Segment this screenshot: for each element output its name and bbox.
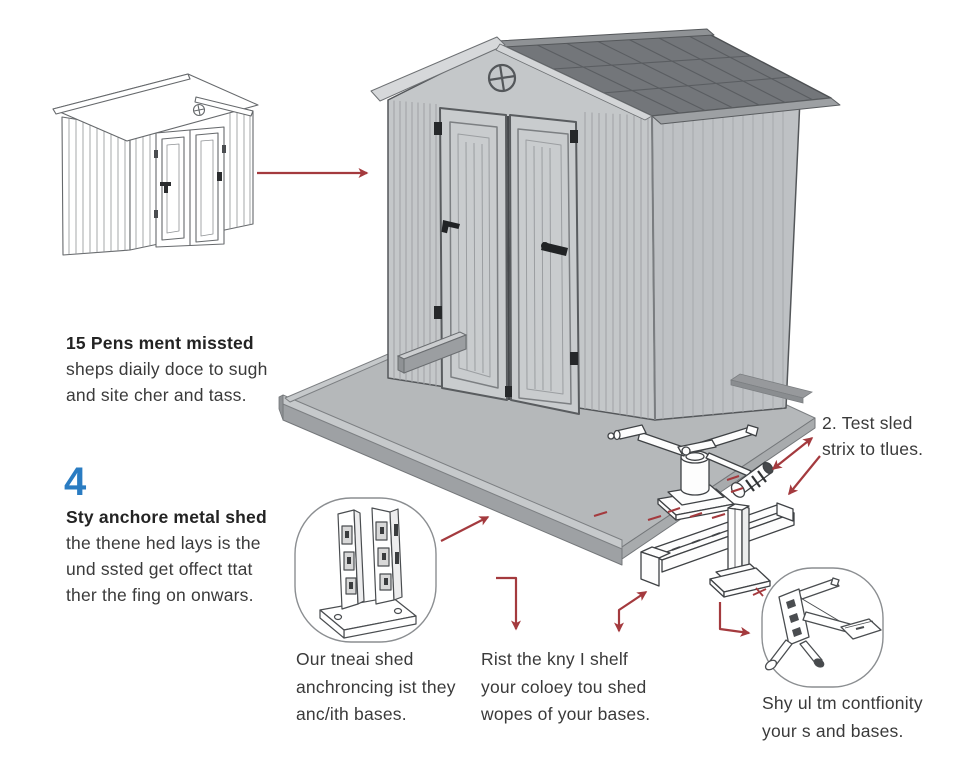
- step-line: und ssted get offect ttat: [66, 559, 253, 579]
- caption-line: wopes of your bases.: [481, 704, 651, 724]
- caption-line: Shy ul tm contfionity: [762, 693, 923, 713]
- note-test-sled: 2. Test sled strix to tlues.: [822, 410, 923, 462]
- step-text-block: Sty anchore metal shed the thene hed lay…: [66, 504, 267, 608]
- red-squiggle-mark: [752, 587, 767, 597]
- small-shed-doors: [154, 126, 226, 248]
- intro-line: and site cher and tass.: [66, 385, 247, 405]
- arrow-elbow-to-bubble-right: [718, 602, 751, 637]
- step-line: the thene hed lays is the: [66, 533, 261, 553]
- caption-line: your s and bases.: [762, 720, 904, 741]
- caption-line: anchroncing ist they: [296, 676, 456, 697]
- caption-line: anc/ith bases.: [296, 704, 407, 724]
- door-hinge-icon: [434, 122, 578, 397]
- large-shed-illustration: [370, 28, 841, 421]
- intro-text-block: 15 Pens ment missted sheps diaily doce t…: [66, 330, 268, 408]
- small-vent-icon: [192, 103, 206, 117]
- arrow-double-test-sled: [771, 437, 814, 470]
- caption-line: your coloey tou shed: [481, 676, 647, 697]
- shed-roof: [370, 28, 841, 125]
- shed-doors: [434, 107, 580, 415]
- note-line: strix to tlues.: [822, 439, 924, 459]
- intro-heading: 15 Pens ment missted: [66, 333, 254, 353]
- small-door-handle-icon: [160, 172, 222, 193]
- step-heading: Sty anchore metal shed: [66, 507, 267, 527]
- small-shed-illustration: [52, 73, 259, 256]
- caption-anchor-brackets: Our tneai shed anchroncing ist they anc/…: [296, 646, 456, 729]
- arrow-bubble-left-to-platform: [440, 516, 490, 542]
- arrow-elbow-rail: [614, 591, 648, 633]
- door-handle-icon: [441, 220, 568, 256]
- note-line: 2. Test sled: [822, 413, 913, 433]
- step-number: 4: [64, 460, 87, 504]
- step-line: ther the fing on onwars.: [66, 585, 254, 605]
- red-arrows: [257, 168, 821, 637]
- detail-bubble-left: [294, 497, 437, 643]
- arrow-elbow-middle: [496, 576, 521, 631]
- detail-bubble-right: [761, 567, 884, 688]
- caption-line: Rist the kny I shelf: [481, 649, 628, 669]
- vent-icon: [487, 63, 517, 93]
- detail-left-brackets: [319, 507, 417, 639]
- anchor-post: [709, 503, 771, 598]
- arrow-test-sled-down: [788, 455, 821, 496]
- red-dash-marks: [593, 475, 744, 521]
- caption-line: Our tneai shed: [296, 649, 414, 669]
- caption-rail: Rist the kny I shelf your coloey tou she…: [481, 646, 650, 729]
- intro-line: sheps diaily doce to sugh: [66, 359, 268, 379]
- detail-right-assembly: [764, 577, 882, 671]
- caption-confirm: Shy ul tm contfionity your s and bases.: [762, 690, 923, 745]
- platform-curb-beam: [396, 331, 813, 404]
